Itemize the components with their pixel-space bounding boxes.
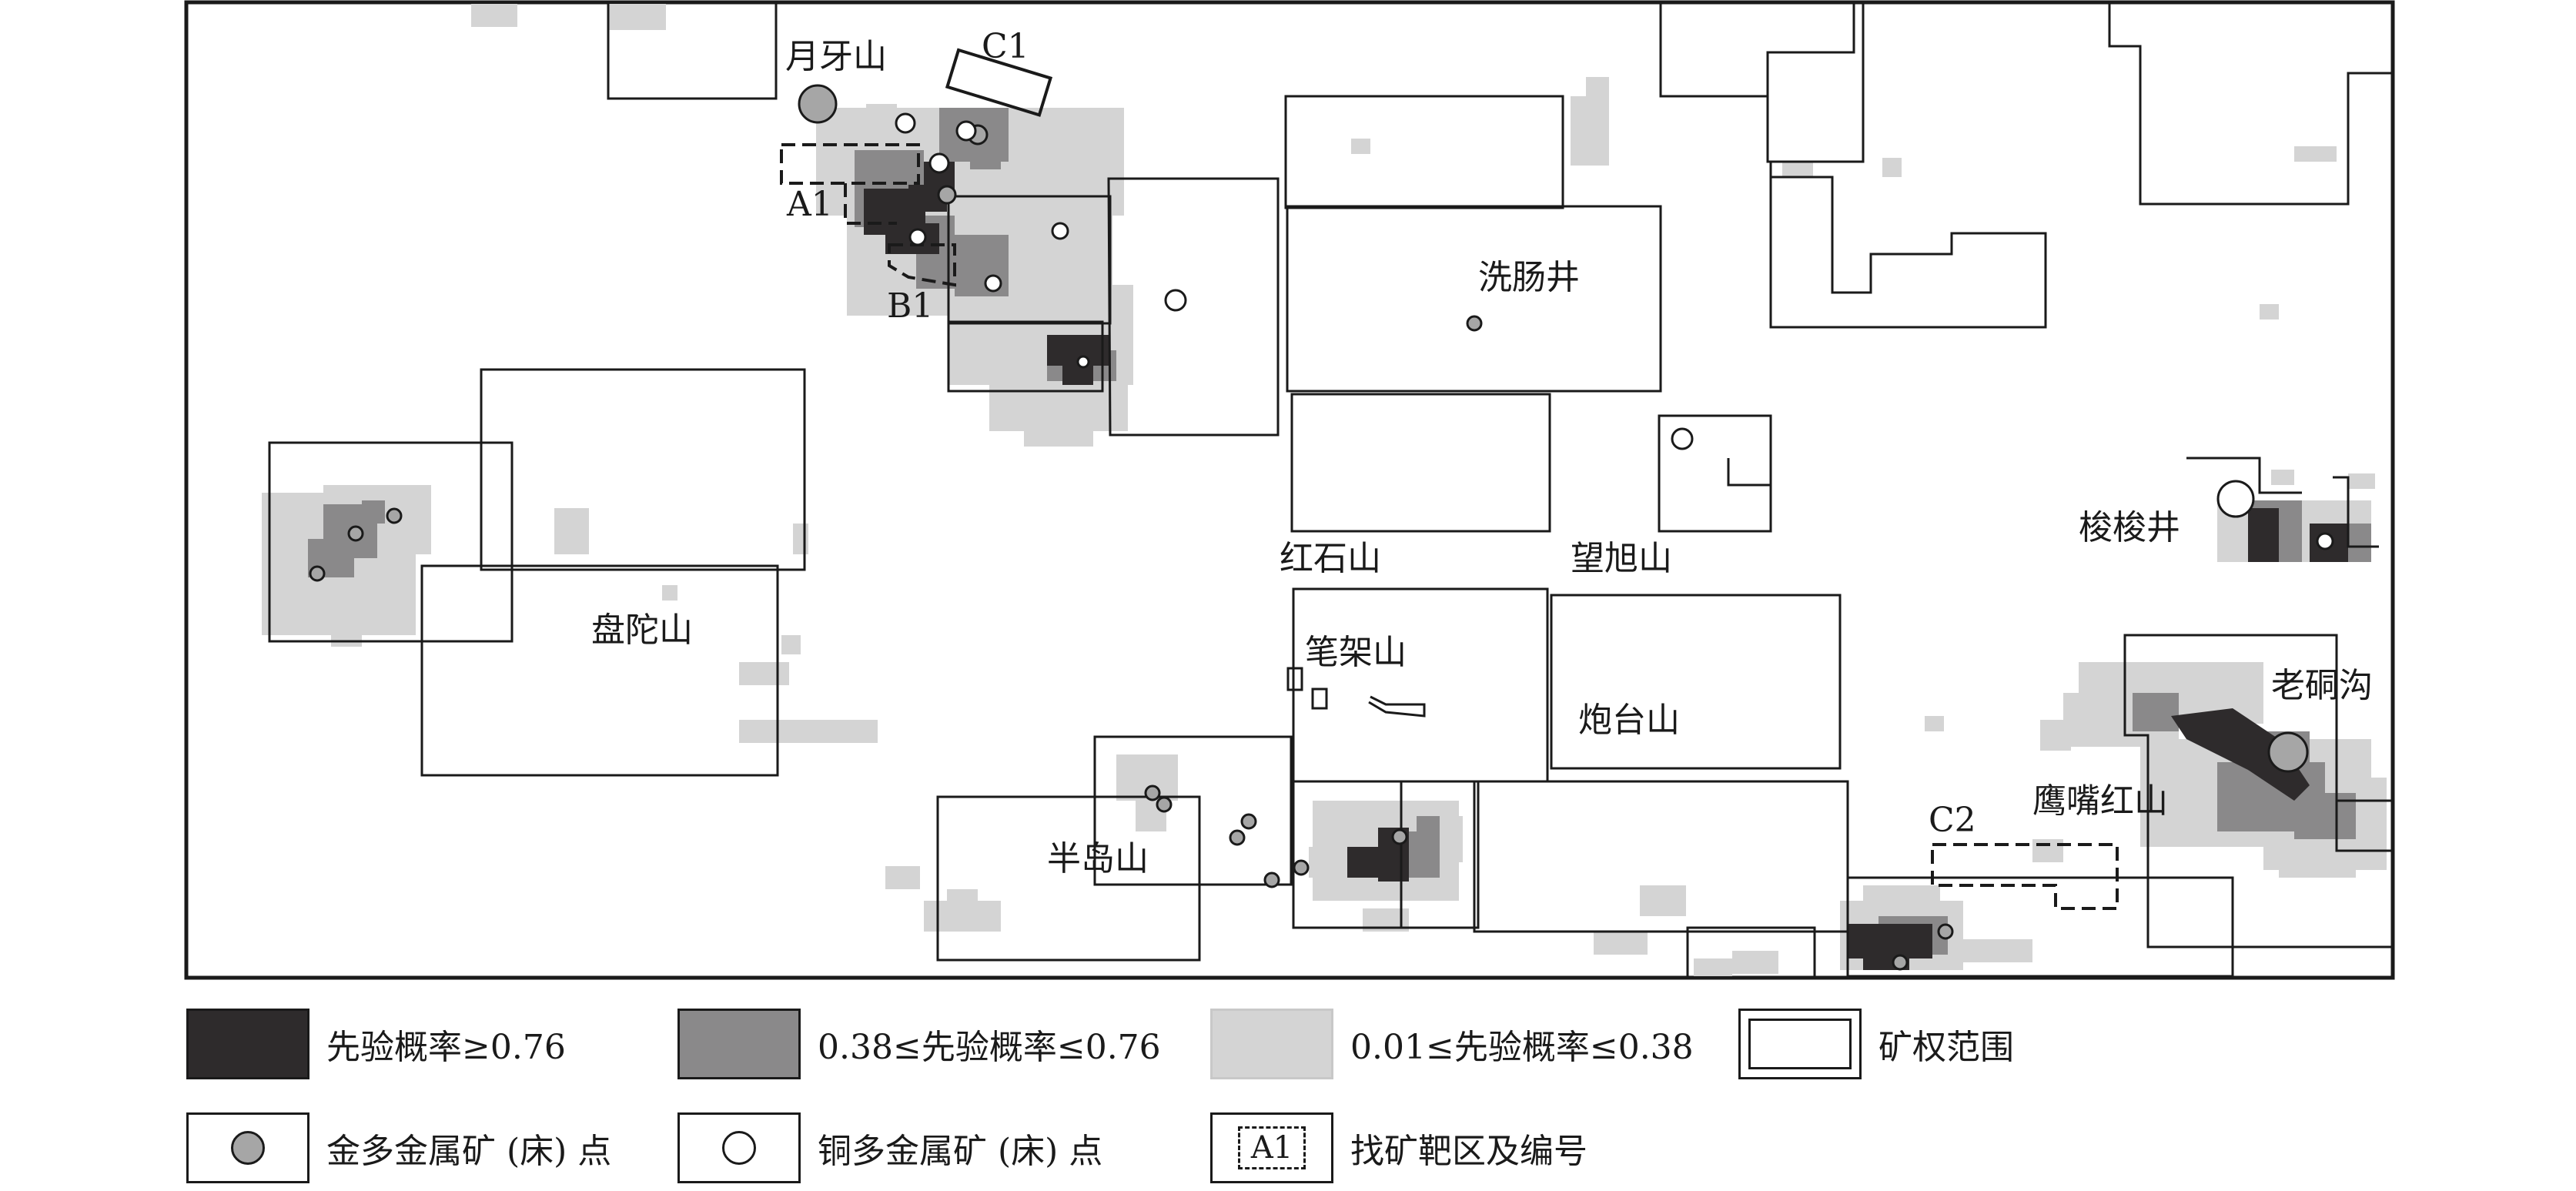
mining-right-boundaries	[268, 4, 2391, 976]
place-yueyashan: 月牙山	[785, 37, 887, 76]
map-frame	[184, 0, 2395, 980]
target-areas	[780, 143, 2119, 910]
gold-point-icon	[231, 1131, 265, 1165]
target-label-c1: C1	[982, 27, 1029, 66]
legend-swatch-copper	[677, 1112, 801, 1183]
legend-item-high: 先验概率≥0.76	[186, 1009, 566, 1079]
gold-deposit-points	[309, 84, 2309, 971]
legend-label-low: 0.01≤先验概率≤0.38	[1350, 1028, 1694, 1067]
target-area-a1-tail	[844, 183, 897, 225]
place-paotaishan: 炮台山	[1578, 701, 1680, 740]
place-panjiashan: 盘陀山	[591, 611, 693, 650]
target-label-b1: B1	[887, 286, 933, 326]
place-laotonggou: 老硐沟	[2271, 666, 2373, 705]
legend-item-copper: 铜多金属矿 (床) 点	[677, 1112, 1102, 1183]
place-bijiashan: 笔架山	[1305, 633, 1407, 672]
legend-item-target: A1 找矿靶区及编号	[1210, 1112, 1587, 1183]
place-suosuojing: 梭梭井	[2079, 508, 2180, 547]
legend-swatch-gold	[186, 1112, 309, 1183]
legend-item-low: 0.01≤先验概率≤0.38	[1210, 1009, 1694, 1079]
place-labels: 月牙山 洗肠井 盘陀山 红石山 望旭山 梭梭井 笔架山 炮台山 老硐沟 鹰嘴红山…	[591, 27, 2373, 878]
copper-point-icon	[722, 1131, 756, 1165]
target-area-b1	[888, 243, 956, 287]
legend-swatch-mid	[677, 1009, 801, 1079]
legend-item-gold: 金多金属矿 (床) 点	[186, 1112, 611, 1183]
legend-label-target: 找矿靶区及编号	[1350, 1132, 1587, 1171]
place-xichangjing: 洗肠井	[1478, 258, 1580, 297]
copper-deposit-points	[895, 112, 2334, 550]
place-yingzuihongshan: 鹰嘴红山	[2032, 781, 2168, 821]
place-hongshishan: 红石山	[1280, 539, 1381, 578]
legend-swatch-high	[186, 1009, 309, 1079]
map-canvas: 月牙山 洗肠井 盘陀山 红石山 望旭山 梭梭井 笔架山 炮台山 老硐沟 鹰嘴红山…	[184, 0, 2395, 980]
legend-label-high: 先验概率≥0.76	[326, 1028, 566, 1067]
target-label-c2: C2	[1929, 801, 1976, 840]
place-wangxushan: 望旭山	[1571, 539, 1672, 578]
legend-target-sample: A1	[1237, 1126, 1306, 1169]
legend-item-license: 矿权范围	[1738, 1009, 2014, 1079]
legend-swatch-low	[1210, 1009, 1333, 1079]
legend-label-mid: 0.38≤先验概率≤0.76	[818, 1028, 1161, 1067]
legend-swatch-target: A1	[1210, 1112, 1333, 1183]
target-label-a1: A1	[786, 185, 833, 224]
legend-swatch-license	[1738, 1009, 1862, 1079]
legend-label-license: 矿权范围	[1878, 1028, 2014, 1067]
target-area-a1	[780, 143, 920, 185]
legend-label-gold: 金多金属矿 (床) 点	[326, 1132, 612, 1171]
legend-item-mid: 0.38≤先验概率≤0.76	[677, 1009, 1161, 1079]
legend-label-copper: 铜多金属矿 (床) 点	[818, 1132, 1103, 1171]
target-area-c1	[945, 48, 1053, 117]
place-bandaoshan: 半岛山	[1047, 839, 1149, 878]
